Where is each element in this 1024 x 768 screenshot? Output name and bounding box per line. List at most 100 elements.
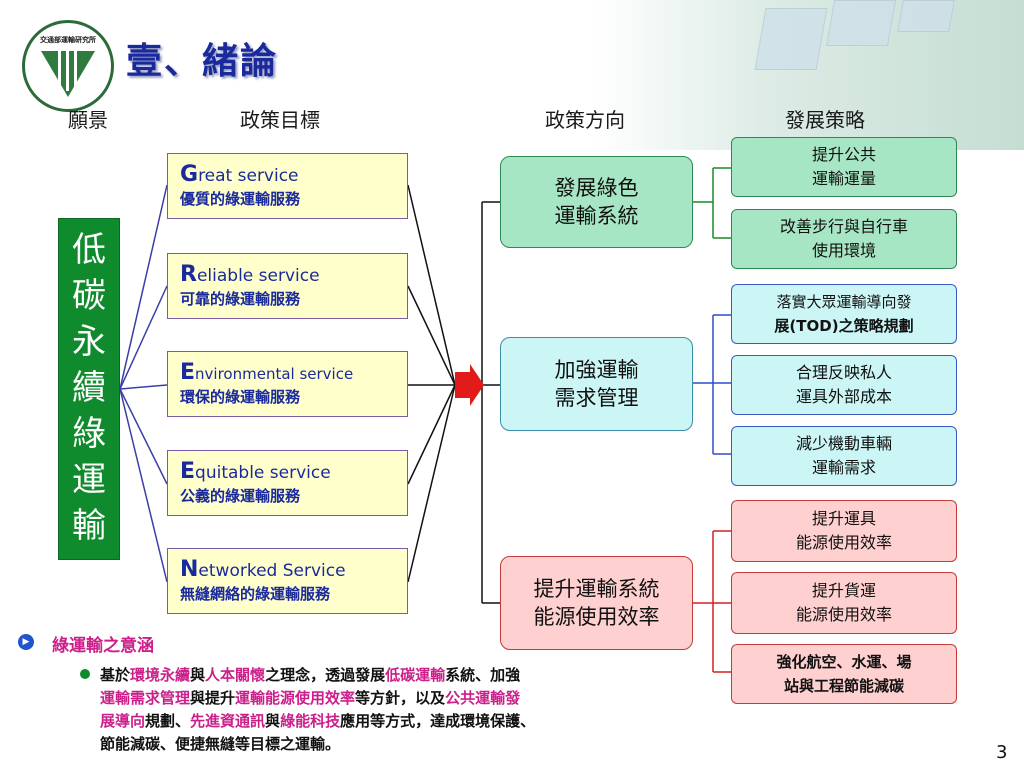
institute-logo: 交通部運輸研究所	[22, 20, 114, 112]
strategy-box: 提升運具能源使用效率	[731, 500, 957, 562]
para-text: 應用等方式，達成環境保護、	[340, 712, 536, 730]
strategy-box: 減少機動車輛運輸需求	[731, 426, 957, 486]
service-zh: 優質的綠運輸服務	[180, 190, 301, 208]
para-text: 規劃、	[145, 712, 191, 730]
strategy-line: 能源使用效率	[795, 533, 892, 552]
para-highlight: 環境永續	[130, 666, 191, 684]
para-highlight: 低碳運輸	[385, 666, 446, 684]
strategy-line: 能源使用效率	[795, 605, 892, 624]
para-highlight: 運輸能源使用效率	[235, 689, 356, 707]
para-text: 之理念，透過發展	[265, 666, 386, 684]
connector-vision-service-5	[119, 388, 168, 583]
service-zh: 可靠的綠運輸服務	[180, 290, 301, 308]
service-box-great: Great service 優質的綠運輸服務	[167, 153, 408, 219]
heading-vision: 願景	[68, 108, 108, 132]
strategy-line: 展(TOD)之策略規劃	[774, 317, 914, 335]
service-en: etworked Service	[198, 561, 346, 581]
para-text: 與	[265, 712, 281, 730]
service-box-networked: Networked Service 無縫網絡的綠運輸服務	[167, 548, 408, 614]
page-number: 3	[996, 742, 1008, 763]
logo-stripe	[58, 51, 61, 91]
service-zh: 環保的綠運輸服務	[180, 388, 301, 406]
direction-line: 能源使用效率	[533, 605, 660, 629]
para-highlight: 公共運輸發	[445, 689, 521, 707]
logo-text: 交通部運輸研究所	[40, 36, 96, 44]
para-highlight: 展導向	[100, 712, 146, 730]
strategy-line: 減少機動車輛	[795, 434, 892, 453]
strategy-line: 運輸運量	[811, 169, 876, 188]
direction-line: 運輸系統	[554, 204, 639, 228]
service-initial: R	[180, 262, 197, 287]
heading-policy-direction: 政策方向	[545, 108, 625, 132]
direction-box-energy-efficiency: 提升運輸系統能源使用效率	[500, 556, 693, 650]
vision-char: 碳	[72, 276, 106, 316]
strategy-line: 提升貨運	[811, 581, 876, 600]
connector-vision-service-2	[119, 285, 168, 390]
service-zh: 公義的綠運輸服務	[180, 487, 301, 505]
heading-strategy: 發展策略	[785, 108, 865, 132]
service-initial: E	[180, 360, 196, 385]
connector-vision-service-3	[119, 384, 168, 390]
connector-service-arrow-1	[407, 184, 456, 386]
green-dot-bullet-icon	[80, 669, 90, 679]
strategy-box: 合理反映私人運具外部成本	[731, 355, 957, 415]
para-highlight: 先進資通訊	[190, 712, 266, 730]
connector-vision-service-1	[119, 184, 168, 390]
red-arrow-icon	[455, 364, 484, 406]
bullet-heading: 綠運輸之意涵	[52, 636, 154, 656]
strategy-line: 運輸需求	[811, 458, 876, 477]
connector-vision-service-4	[119, 388, 168, 485]
vision-char: 綠	[72, 414, 106, 454]
vision-char: 低	[72, 230, 106, 270]
heading-policy-goal: 政策目標	[240, 108, 320, 132]
service-initial: N	[180, 557, 199, 582]
service-en: reat service	[198, 166, 299, 186]
service-box-environmental: Environmental service 環保的綠運輸服務	[167, 351, 408, 417]
strategy-line: 提升公共	[811, 145, 876, 164]
para-text: 基於	[100, 666, 131, 684]
direction-box-demand-management: 加強運輸需求管理	[500, 337, 693, 431]
strategy-line: 提升運具	[811, 509, 876, 528]
direction-line: 需求管理	[554, 386, 639, 410]
para-highlight: 人本關懷	[205, 666, 266, 684]
service-box-equitable: Equitable service 公義的綠運輸服務	[167, 450, 408, 516]
service-en: nvironmental service	[195, 365, 354, 383]
connector-strategy-blue	[693, 314, 731, 455]
connector-strategy-green	[693, 167, 731, 239]
strategy-box: 提升貨運能源使用效率	[731, 572, 957, 634]
strategy-box: 落實大眾運輸導向發展(TOD)之策略規劃	[731, 284, 957, 344]
vision-char: 永	[72, 322, 106, 362]
para-text: 等方針，以及	[355, 689, 446, 707]
direction-line: 提升運輸系統	[533, 577, 660, 601]
strategy-box: 改善步行與自行車使用環境	[731, 209, 957, 269]
strategy-box: 強化航空、水運、場站與工程節能減碳	[731, 644, 957, 704]
service-zh: 無縫網絡的綠運輸服務	[180, 585, 331, 603]
service-en: eliable service	[196, 266, 320, 286]
strategy-box: 提升公共運輸運量	[731, 137, 957, 197]
vision-box: 低 碳 永 續 綠 運 輸	[58, 218, 120, 560]
strategy-line: 強化航空、水運、場	[776, 653, 912, 671]
play-bullet-icon: ▶	[18, 634, 34, 650]
para-highlight: 運輸需求管理	[100, 689, 191, 707]
strategy-line: 運具外部成本	[795, 387, 892, 406]
strategy-line: 落實大眾運輸導向發	[776, 293, 912, 311]
meaning-paragraph: 基於環境永續與人本關懷之理念，透過發展低碳運輸系統、加強 運輸需求管理與提升運輸…	[100, 664, 690, 756]
para-text: 系統、加強	[445, 666, 521, 684]
service-box-reliable: Reliable service 可靠的綠運輸服務	[167, 253, 408, 319]
connector-service-arrow-5	[407, 384, 456, 583]
strategy-line: 改善步行與自行車	[779, 217, 908, 236]
vision-char: 輸	[72, 506, 106, 546]
logo-stripe	[74, 51, 77, 91]
connector-service-arrow-2	[407, 285, 456, 386]
connector-strategy-red	[693, 530, 731, 673]
service-initial: G	[180, 162, 199, 187]
vision-char: 續	[72, 368, 106, 408]
direction-box-green-transport: 發展綠色運輸系統	[500, 156, 693, 248]
para-text: 與	[190, 666, 206, 684]
strategy-line: 站與工程節能減碳	[783, 677, 904, 695]
para-text: 與提升	[190, 689, 236, 707]
vision-char: 運	[72, 460, 106, 500]
para-text: 節能減碳、便捷無縫等目標之運輸。	[100, 735, 341, 753]
direction-line: 加強運輸	[554, 358, 639, 382]
